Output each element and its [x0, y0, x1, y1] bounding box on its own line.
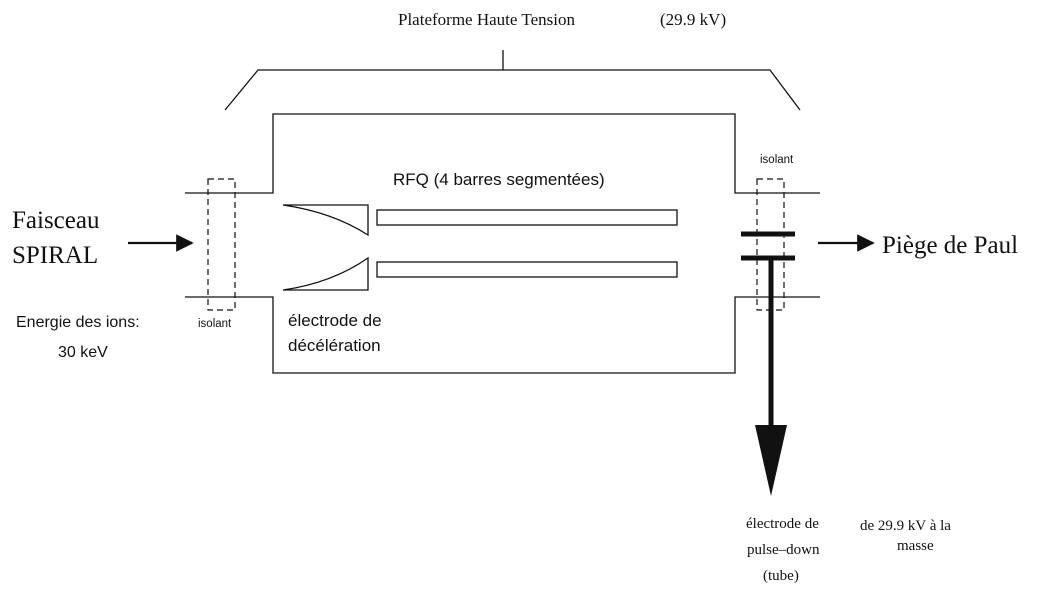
rfq-rods	[376, 209, 678, 278]
pulse-electrode-label-2: pulse–down	[747, 542, 820, 558]
pulse-electrode-label-3: (tube)	[763, 568, 799, 584]
pulse-voltage-label-1: de 29.9 kV à la	[860, 518, 951, 534]
beam-in-label-2: SPIRAL	[12, 242, 98, 269]
rfq-label: RFQ (4 barres segmentées)	[393, 170, 605, 189]
pulse-voltage-label-2: masse	[897, 538, 934, 554]
insulator-left-label: isolant	[198, 318, 232, 330]
deceleration-electrode-label-1: électrode de	[288, 311, 382, 330]
platform-outline	[185, 113, 820, 374]
deceleration-electrode-label-2: décélération	[288, 336, 381, 355]
deceleration-electrode	[282, 204, 369, 291]
platform-voltage: (29.9 kV)	[660, 10, 726, 29]
platform-bracket	[224, 50, 801, 111]
ion-energy-label-2: 30 keV	[58, 344, 108, 361]
insulator-left	[207, 178, 236, 311]
platform-label: Plateforme Haute Tension	[398, 10, 575, 29]
insulator-right-label: isolant	[760, 154, 794, 166]
ion-energy-label-1: Energie des ions:	[16, 314, 140, 331]
pulse-electrode-label-1: électrode de	[746, 516, 819, 532]
beam-in-label-1: Faisceau	[12, 207, 100, 234]
pulse-down-arrow	[755, 258, 787, 496]
beam-out-label: Piège de Paul	[882, 232, 1018, 259]
pulse-down-electrode	[741, 231, 795, 261]
